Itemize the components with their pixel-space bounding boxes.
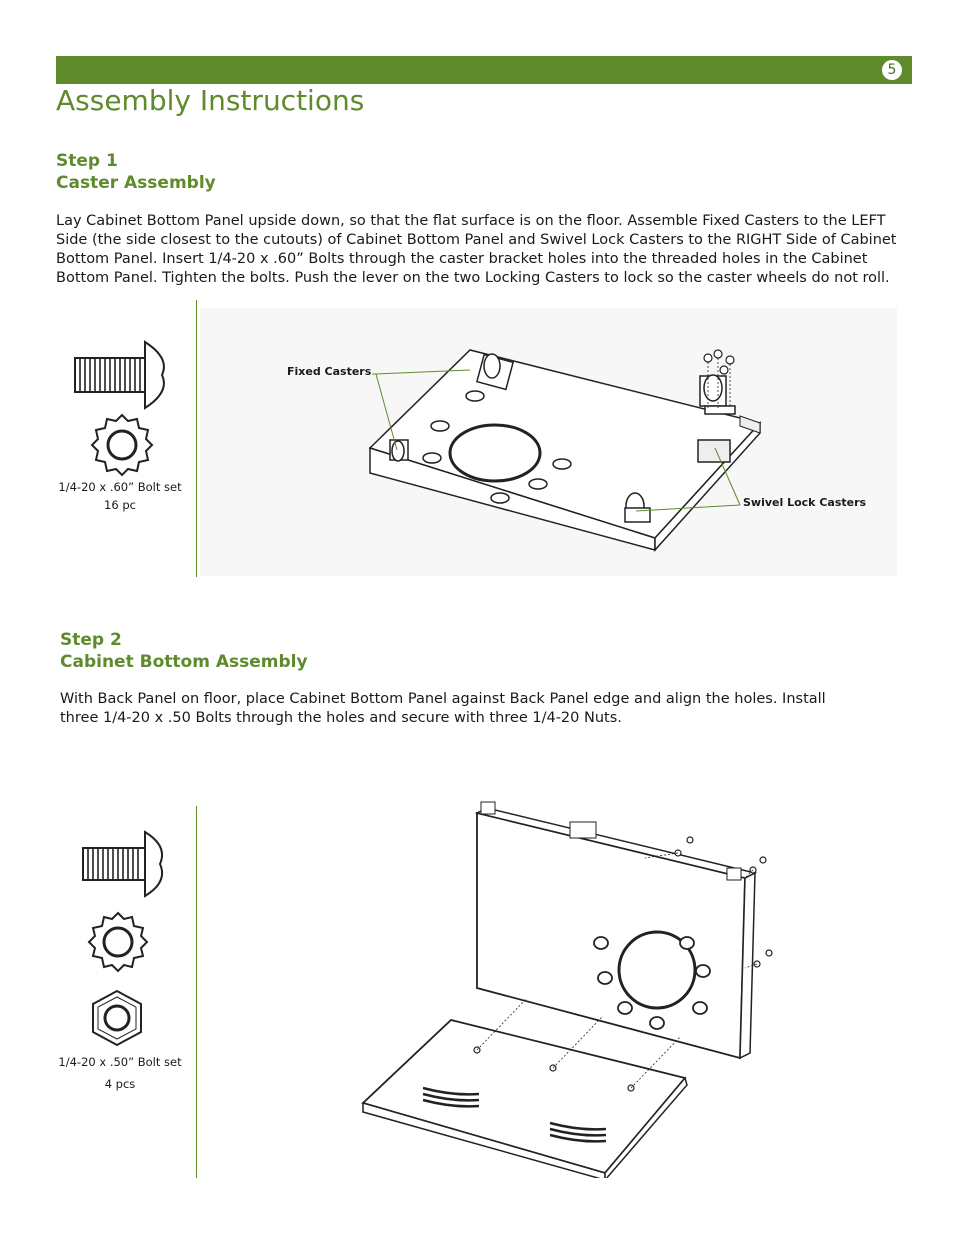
step1-name: Caster Assembly [56, 173, 216, 193]
step2-instructions: With Back Panel on floor, place Cabinet … [60, 691, 826, 726]
step2-number: Step 2 [60, 630, 122, 650]
step2-diagram [361, 801, 773, 1178]
bolt-set-icon [74, 340, 165, 477]
step1-number: Step 1 [56, 151, 118, 171]
page-title: Assembly Instructions [56, 84, 365, 117]
step1-heading: Step 1 Caster Assembly [56, 150, 216, 194]
bolt-nut-set-icon [82, 830, 164, 1047]
callout-fixed-casters: Fixed Casters [287, 365, 372, 378]
step2-heading: Step 2 Cabinet Bottom Assembly [60, 629, 308, 673]
callout-swivel-casters: Swivel Lock Casters [743, 496, 867, 509]
divider-line-2 [196, 806, 197, 1178]
step1-parts-label: 1/4-20 x .60” Bolt set [58, 480, 182, 494]
header-bar: 5 [56, 56, 912, 84]
step2-parts-label: 1/4-20 x .50” Bolt set [58, 1055, 182, 1069]
step2-name: Cabinet Bottom Assembly [60, 652, 308, 672]
page-number: 5 [882, 60, 902, 80]
step1-diagram: Fixed Casters Swivel Lock Casters [200, 308, 897, 576]
step1-parts-qty: 16 pc [104, 498, 136, 512]
step2-parts-qty: 4 pcs [104, 1077, 136, 1091]
step1-parts-caption: 1/4-20 x .60” Bolt set 16 pc [50, 480, 190, 512]
divider-line [196, 300, 197, 577]
step2-parts-caption: 1/4-20 x .50” Bolt set 4 pcs [50, 1055, 190, 1091]
step1-instructions: Lay Cabinet Bottom Panel upside down, so… [56, 213, 897, 286]
